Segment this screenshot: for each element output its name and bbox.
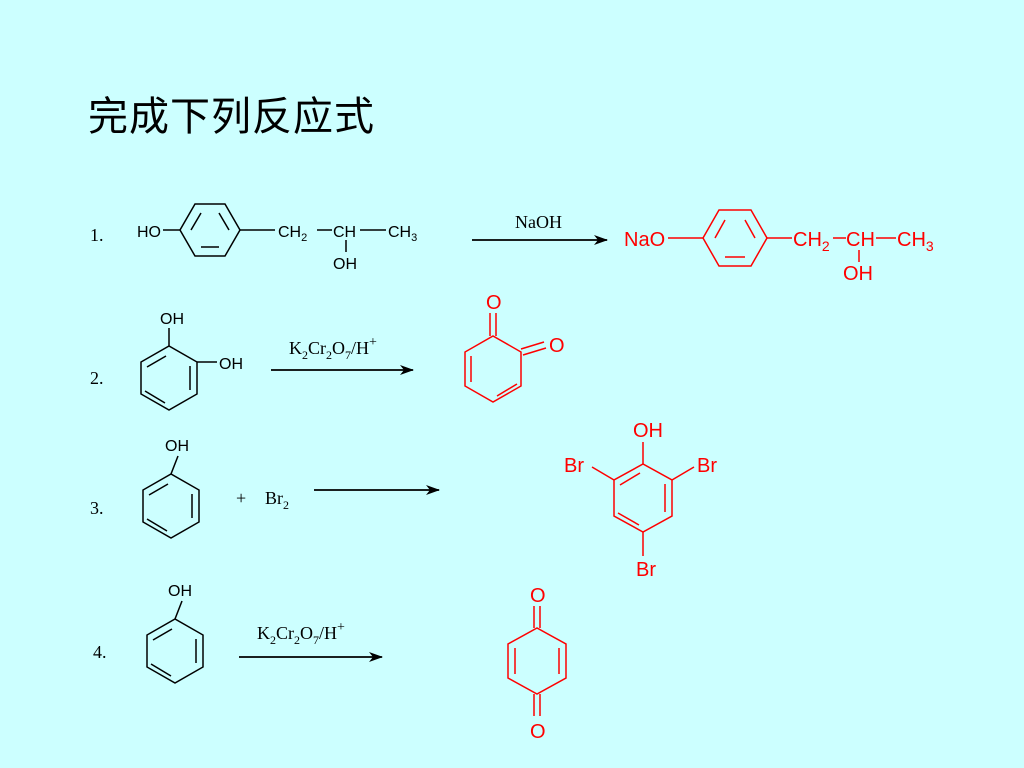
reactant-1-ch-label: CH — [333, 224, 356, 241]
reaction-3-number: 3. — [90, 498, 104, 518]
reactant-1-ch2-label: CH2 — [278, 224, 307, 244]
product-3-br-bottom-label: Br — [636, 559, 656, 581]
product-4-o-bottom-label: O — [530, 721, 546, 743]
reaction-4-number: 4. — [93, 642, 107, 662]
reaction-1-reactant — [163, 203, 386, 257]
reactant-1-ho-label: HO — [137, 224, 161, 241]
reaction-3-product — [591, 442, 695, 556]
product-2-o-top-label: O — [486, 292, 502, 314]
reaction-1-number: 1. — [90, 225, 104, 245]
reaction-2-number: 2. — [90, 368, 104, 388]
product-4-o-top-label: O — [530, 585, 546, 607]
reaction-4-product — [507, 606, 567, 716]
reactant-3-oh-label: OH — [165, 438, 189, 455]
reactant-2-oh-right-label: OH — [219, 356, 243, 373]
reaction-2-reagent: K2Cr2O7/H+ — [289, 335, 377, 362]
reaction-3-reagent: Br2 — [265, 488, 289, 512]
product-3-br-right-label: Br — [697, 455, 717, 477]
product-1-ch2-label: CH2 — [793, 229, 830, 254]
reaction-4-reactant — [146, 600, 204, 684]
product-2-o-right-label: O — [549, 335, 565, 357]
reaction-2-product — [464, 313, 547, 403]
product-1-ch3-label: CH3 — [897, 229, 934, 254]
product-3-br-left-label: Br — [564, 455, 584, 477]
reaction-3-reactant — [142, 455, 200, 539]
reaction-2-reactant — [140, 328, 217, 411]
reaction-1-product — [668, 209, 896, 267]
product-1-oh-label: OH — [843, 263, 873, 285]
reactant-2-oh-top-label: OH — [160, 311, 184, 328]
reaction-3-plus: + — [236, 488, 246, 508]
reaction-4-reagent: K2Cr2O7/H+ — [257, 620, 345, 647]
product-3-oh-label: OH — [633, 420, 663, 442]
reaction-1-reagent: NaOH — [515, 212, 562, 232]
reactant-1-ch3-label: CH3 — [388, 224, 417, 244]
reactant-4-oh-label: OH — [168, 583, 192, 600]
product-1-ch-label: CH — [846, 229, 875, 251]
slide-title: 完成下列反应式 — [88, 94, 375, 140]
reactant-1-oh-label: OH — [333, 256, 357, 273]
product-1-nao-label: NaO — [624, 229, 665, 251]
